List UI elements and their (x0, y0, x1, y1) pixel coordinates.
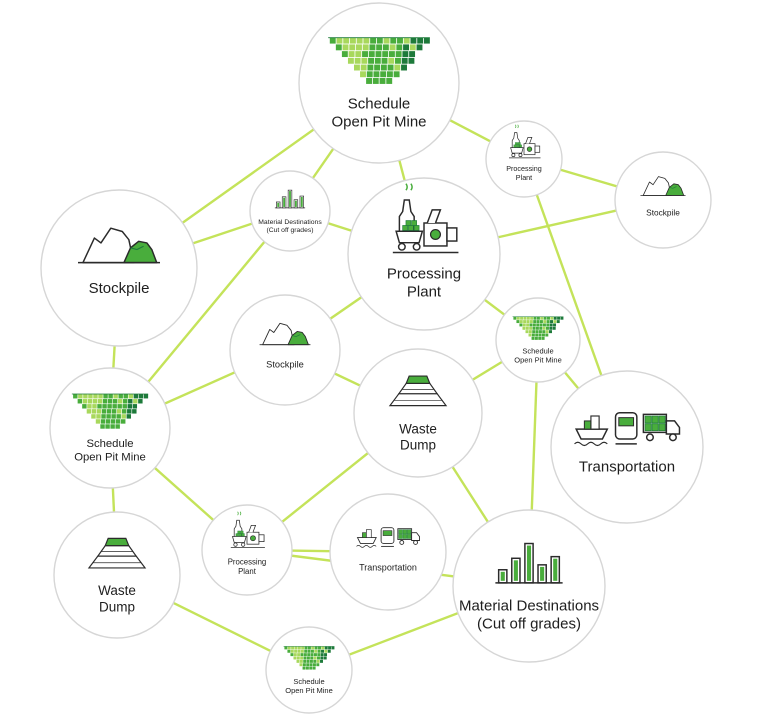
node-circle (40, 189, 198, 347)
node-circle (347, 177, 501, 331)
node-circle (353, 348, 483, 478)
node-circle (329, 493, 447, 611)
node-circle (249, 170, 331, 252)
pit-icon (512, 316, 564, 340)
stockpile-icon (78, 227, 160, 264)
node-circle (614, 151, 712, 249)
pit-icon (328, 37, 430, 84)
node-stockpile-large[interactable]: Stockpile (40, 189, 198, 347)
node-label: Transportation (359, 563, 417, 573)
pit-icon (283, 646, 335, 670)
node-label: Dump (400, 438, 436, 453)
node-label: (Cut off grades) (477, 615, 581, 632)
transport-icon (574, 411, 681, 447)
node-material-small[interactable]: Material Destinations(Cut off grades) (249, 170, 331, 252)
node-label: Transportation (579, 458, 675, 475)
pit-icon (71, 393, 149, 429)
node-label: Schedule (348, 96, 411, 113)
node-label: Open Pit Mine (285, 686, 333, 695)
node-stockpile-right[interactable]: Stockpile (614, 151, 712, 249)
node-label: Schedule (86, 438, 133, 450)
node-label: Schedule (522, 346, 553, 355)
node-circle (495, 297, 581, 383)
factory-icon (509, 124, 541, 159)
node-label: Open Pit Mine (331, 114, 426, 131)
node-label: Open Pit Mine (514, 355, 562, 364)
node-label: Plant (516, 173, 532, 182)
stockpile-icon (259, 322, 311, 346)
node-label: Schedule (293, 677, 324, 686)
transport-icon (356, 527, 420, 548)
waste-dump-icon (87, 537, 147, 569)
node-label: Stockpile (89, 280, 150, 297)
node-label: Plant (238, 567, 257, 576)
node-circle (485, 120, 563, 198)
node-label: Open Pit Mine (74, 452, 146, 464)
node-label: Processing (387, 265, 461, 282)
node-label: Processing (228, 557, 267, 566)
waste-dump-icon (388, 375, 448, 407)
bar-chart-icon (495, 542, 563, 584)
bar-chart-icon (274, 189, 306, 209)
stockpile-icon (640, 176, 686, 196)
node-circle (201, 504, 293, 596)
node-label: Material Destinations (459, 597, 599, 614)
node-stockpile-mid[interactable]: Stockpile (229, 294, 341, 406)
node-label: Processing (506, 164, 542, 173)
node-circle (298, 2, 460, 164)
node-transport-large[interactable]: Transportation (550, 370, 704, 524)
node-circle (265, 626, 353, 714)
node-label: Dump (99, 599, 135, 614)
factory-icon (230, 511, 265, 548)
node-label: Plant (407, 283, 442, 300)
node-label: Waste (98, 583, 136, 598)
node-material-large[interactable]: Material Destinations(Cut off grades) (452, 509, 606, 663)
node-circle (49, 367, 171, 489)
factory-icon (392, 183, 459, 254)
node-circle (550, 370, 704, 524)
node-label: Waste (399, 421, 437, 436)
node-label: Material Destinations (258, 219, 322, 226)
node-label: (Cut off grades) (266, 227, 313, 234)
node-label: Stockpile (266, 360, 304, 370)
node-transport-small[interactable]: Transportation (329, 493, 447, 611)
node-circle (452, 509, 606, 663)
node-circle (229, 294, 341, 406)
node-circle (53, 511, 181, 639)
node-label: Stockpile (646, 207, 680, 217)
